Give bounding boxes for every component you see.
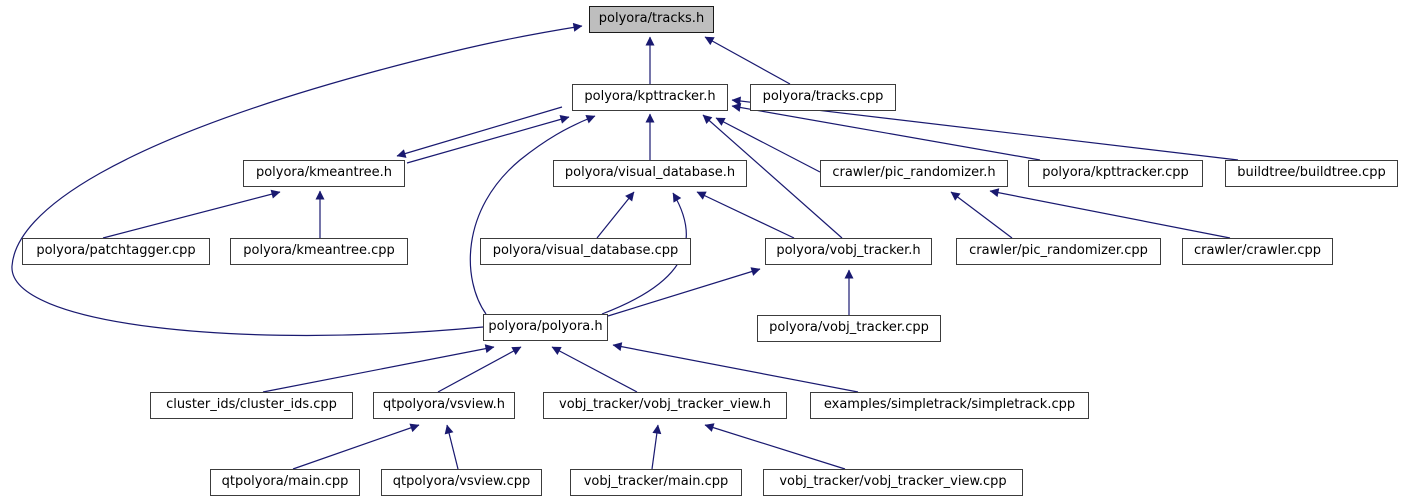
- node-polyora-tracks-cpp[interactable]: polyora/tracks.cpp: [750, 84, 896, 111]
- node-vobj-tracker-vobj-tracker-view-h[interactable]: vobj_tracker/vobj_tracker_view.h: [543, 392, 787, 419]
- edge-polyora-h-to-vobj-tracker-h: [607, 267, 761, 317]
- edge-vobj-tracker-main-cpp-to-vobj-tracker-view-h: [651, 424, 662, 470]
- edge-simpletrack-cpp-to-polyora-h: [612, 342, 859, 393]
- edge-vobj-tracker-view-cpp-to-vobj-tracker-view-h: [704, 423, 846, 470]
- node-buildtree-buildtree-cpp[interactable]: buildtree/buildtree.cpp: [1225, 160, 1398, 187]
- edge-qtpolyora-vsview-cpp-to-vsview-h: [444, 424, 459, 470]
- node-crawler-pic-randomizer-h[interactable]: crawler/pic_randomizer.h: [820, 160, 1008, 187]
- edge-polyora-h-to-kpttracker-h: [469, 114, 596, 315]
- edge-visual-database-cpp-to-visual-database-h: [596, 191, 635, 239]
- node-vobj-tracker-vobj-tracker-view-cpp[interactable]: vobj_tracker/vobj_tracker_view.cpp: [763, 469, 1023, 496]
- node-polyora-vobj-tracker-cpp[interactable]: polyora/vobj_tracker.cpp: [757, 315, 941, 342]
- edge-qtpolyora-main-cpp-to-vsview-h: [292, 423, 420, 470]
- node-polyora-kpttracker-cpp[interactable]: polyora/kpttracker.cpp: [1028, 160, 1203, 187]
- edge-vobj-tracker-h-to-visual-database-h: [696, 191, 795, 239]
- edge-kpttracker-h-to-kmeantree-h: [396, 106, 563, 158]
- node-crawler-crawler-cpp[interactable]: crawler/crawler.cpp: [1182, 238, 1333, 265]
- node-examples-simpletrack-simpletrack-cpp[interactable]: examples/simpletrack/simpletrack.cpp: [810, 392, 1089, 419]
- node-vobj-tracker-main-cpp[interactable]: vobj_tracker/main.cpp: [570, 469, 742, 496]
- edge-tracks-cpp-to-tracks-h: [704, 36, 791, 85]
- node-polyora-kmeantree-h[interactable]: polyora/kmeantree.h: [243, 160, 405, 187]
- node-qtpolyora-vsview-cpp[interactable]: qtpolyora/vsview.cpp: [381, 469, 542, 496]
- edge-vobj-tracker-view-h-to-polyora-h: [551, 346, 638, 393]
- node-polyora-kpttracker-h[interactable]: polyora/kpttracker.h: [572, 84, 728, 111]
- edge-patchtagger-cpp-to-kmeantree-h: [102, 189, 281, 239]
- node-qtpolyora-vsview-h[interactable]: qtpolyora/vsview.h: [373, 392, 515, 419]
- edge-polyora-h-to-tracks-h: [11, 22, 583, 337]
- node-polyora-tracks-h[interactable]: polyora/tracks.h: [589, 6, 714, 33]
- edge-kmeantree-h-to-kpttracker-h: [406, 115, 570, 164]
- edge-vsview-h-to-polyora-h: [437, 346, 522, 393]
- node-polyora-patchtagger-cpp[interactable]: polyora/patchtagger.cpp: [22, 238, 210, 265]
- node-crawler-pic-randomizer-cpp[interactable]: crawler/pic_randomizer.cpp: [956, 238, 1161, 265]
- node-polyora-visual-database-cpp[interactable]: polyora/visual_database.cpp: [480, 238, 691, 265]
- node-polyora-kmeantree-cpp[interactable]: polyora/kmeantree.cpp: [230, 238, 408, 265]
- node-cluster-ids-cluster-ids-cpp[interactable]: cluster_ids/cluster_ids.cpp: [150, 392, 353, 419]
- edge-kpttracker-cpp-to-kpttracker-h: [731, 103, 1041, 161]
- node-polyora-polyora-h[interactable]: polyora/polyora.h: [483, 314, 608, 341]
- edge-pic-randomizer-cpp-to-pic-randomizer-h: [950, 191, 1013, 239]
- node-polyora-vobj-tracker-h[interactable]: polyora/vobj_tracker.h: [765, 238, 932, 265]
- node-polyora-visual-database-h[interactable]: polyora/visual_database.h: [553, 160, 747, 187]
- edge-polyora-h-to-visual-database-h: [601, 192, 687, 315]
- edge-pic-randomizer-h-to-kpttracker-h: [715, 117, 821, 173]
- edge-crawler-cpp-to-pic-randomizer-h: [989, 188, 1231, 239]
- edge-cluster-ids-cpp-to-polyora-h: [262, 344, 495, 393]
- edge-vobj-tracker-h-to-kpttracker-h: [702, 114, 843, 239]
- node-qtpolyora-main-cpp[interactable]: qtpolyora/main.cpp: [210, 469, 360, 496]
